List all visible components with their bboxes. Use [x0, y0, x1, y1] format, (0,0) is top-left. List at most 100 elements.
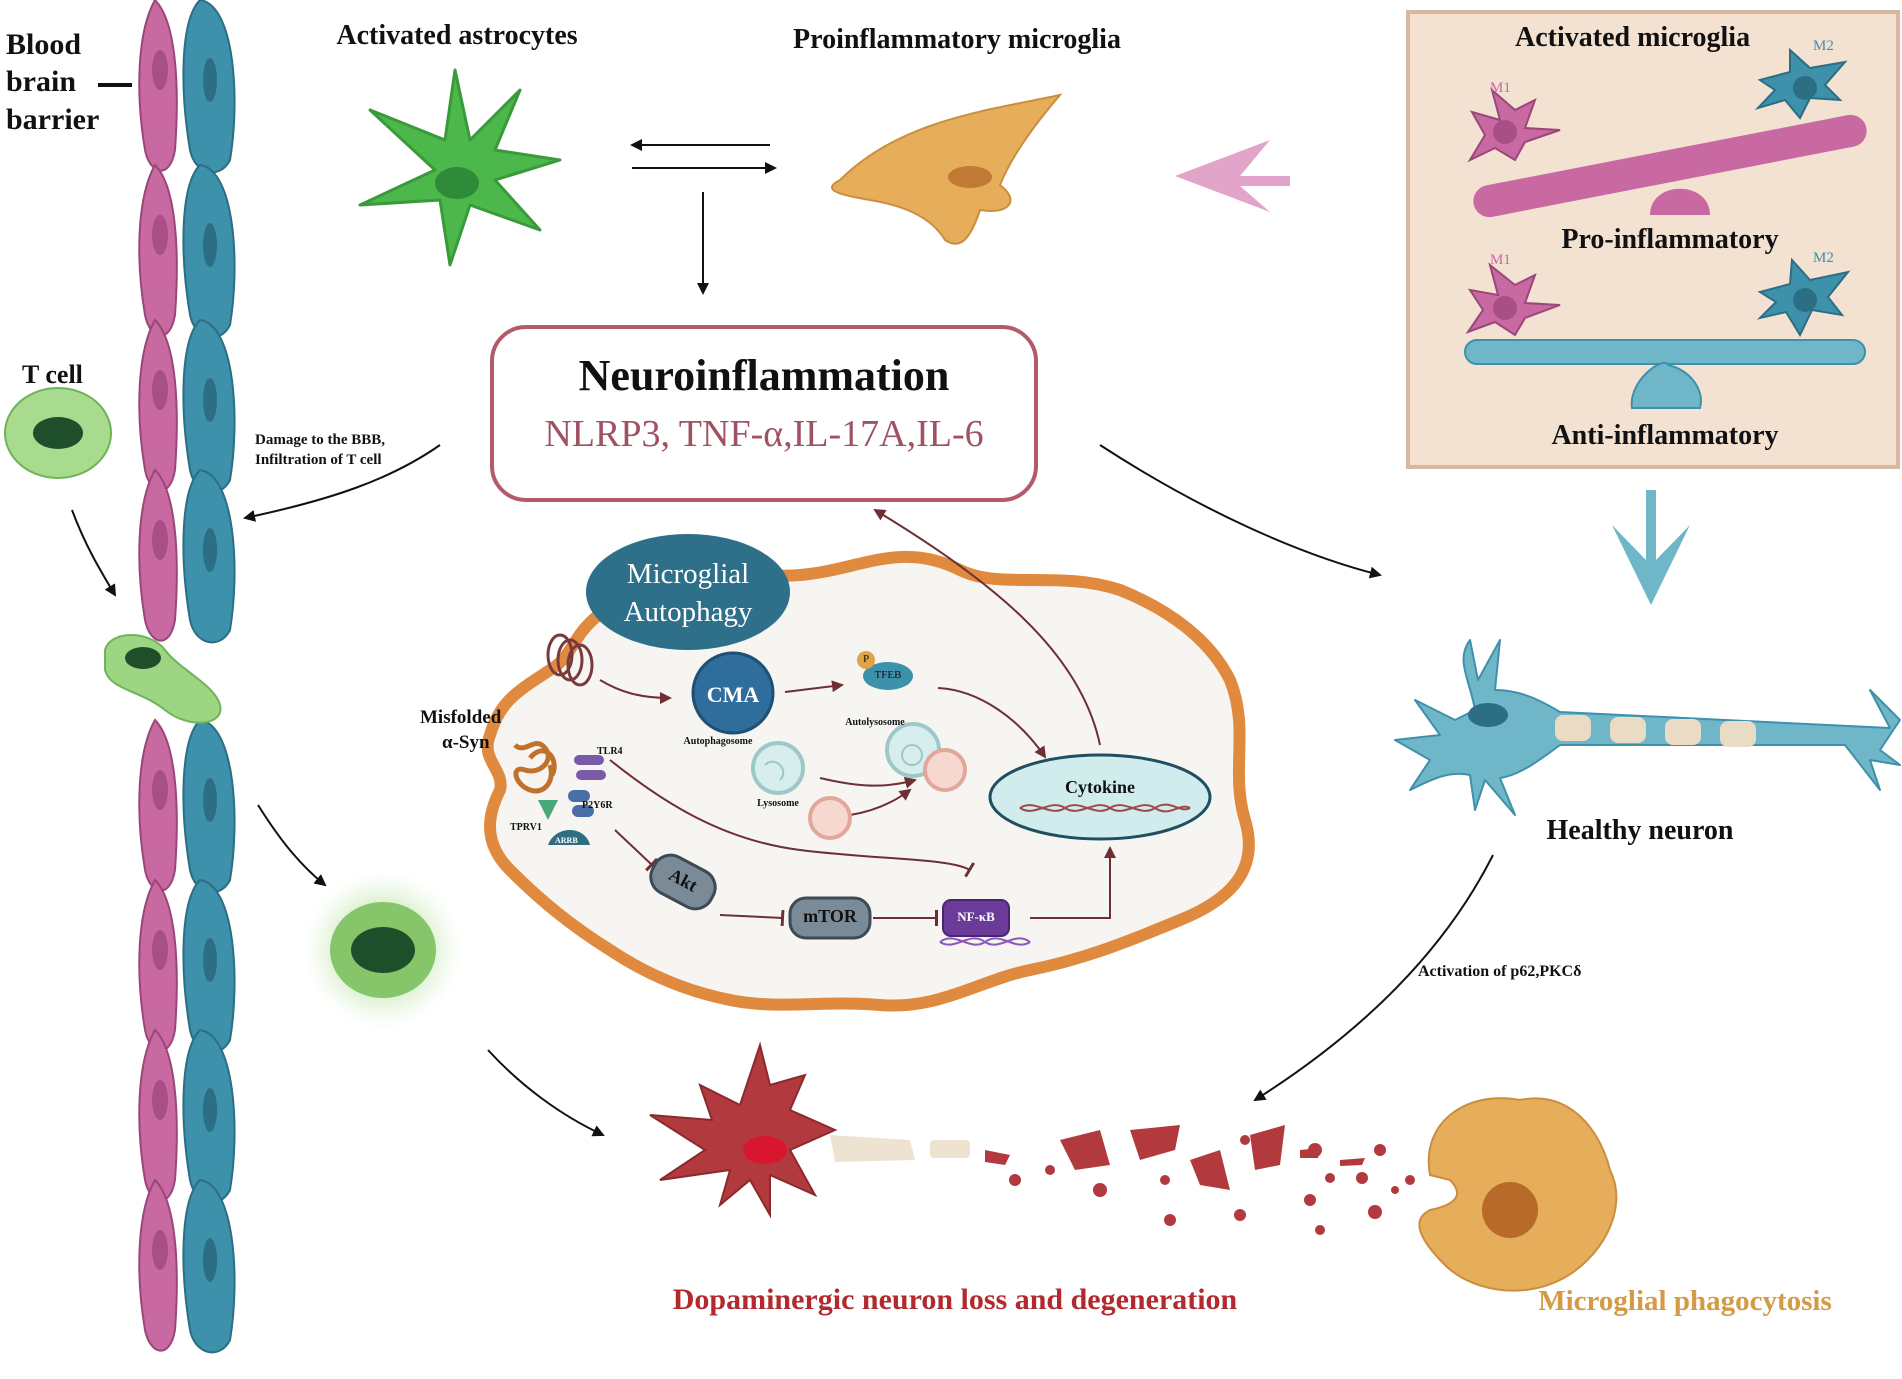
arrow-to-healthy-neuron [1099, 444, 1382, 579]
akt-node [649, 853, 717, 911]
arrow-lysosome-to-autolysosome [819, 776, 917, 789]
pro-seesaw-fulcrum [1650, 188, 1710, 215]
m1-microglia-icon [1467, 87, 1561, 163]
arrow-tcell-infiltrate [257, 804, 327, 887]
t-cell-squeezing-icon [104, 634, 222, 724]
cytokine-node [988, 753, 1212, 841]
teal-arrow-icon [1612, 490, 1690, 605]
m2-microglia-icon [1754, 47, 1848, 120]
nfkb-node [942, 899, 1010, 937]
bbb-label-line-1: Blood [6, 28, 82, 61]
phospho-label: P [862, 653, 870, 665]
microglial-autophagy-bubble [586, 534, 790, 650]
cma-node [691, 651, 775, 735]
arrow-to-bbb-damage [243, 444, 441, 522]
bbb-cell-pair [138, 1028, 236, 1204]
bbb-cell-pair [138, 318, 236, 494]
astrocyte-icon [358, 68, 562, 267]
p2y6r-label: P2Y6R [582, 800, 613, 811]
anti-inflammatory-label: Anti-inflammatory [1551, 420, 1779, 451]
tfeb-label: TFEB [874, 669, 902, 681]
tfeb-node [863, 662, 913, 690]
bbb-cell-pair [138, 163, 236, 339]
m1-label: M1 [1490, 252, 1511, 268]
arrow-cma-to-tfeb [784, 680, 844, 693]
bbb-cell-pair [138, 718, 236, 894]
inhibit-akt-to-mtor [719, 909, 785, 927]
proinflammatory-microglia-icon [831, 93, 1063, 245]
tprv1-label: TPRV1 [510, 822, 542, 833]
arrow-cytokine-to-neuroinflammation [873, 508, 1101, 746]
autophagosome-label: Autophagosome [683, 736, 753, 747]
arrb-icon [548, 830, 590, 845]
m2-label: M2 [1813, 38, 1834, 54]
misfolded-label-line-1: Misfolded [420, 707, 502, 728]
neuroinflammation-title: Neuroinflammation [578, 351, 950, 400]
proinflammatory-microglia-label: Proinflammatory microglia [793, 24, 1121, 55]
cma-label: CMA [706, 682, 760, 707]
neuroinflammation-box [490, 325, 1038, 502]
infiltrated-t-cell-icon [303, 870, 463, 1030]
arrow-neuron-to-degeneration [1253, 854, 1494, 1102]
arrow-to-degeneration [487, 1049, 605, 1137]
bbb-damage-line-1: Damage to the BBB, [255, 432, 385, 448]
arrow-nfkb-to-cytokine [1030, 846, 1116, 919]
degenerating-neuron-icon [649, 1041, 1415, 1235]
bbb-cell-pair [138, 468, 236, 644]
phagocytic-microglia-icon [1418, 1097, 1618, 1292]
lysosome-icon [808, 796, 852, 840]
mtor-label: mTOR [803, 906, 857, 926]
activated-microglia-title: Activated microglia [1515, 22, 1751, 53]
pink-arrow-icon [1175, 140, 1290, 212]
nfkb-label: NF-κB [957, 909, 995, 924]
degeneration-label: Dopaminergic neuron loss and degeneratio… [672, 1283, 1238, 1316]
p2y6r-receptor-icon [568, 790, 594, 817]
pro-seesaw-beam [1473, 114, 1867, 218]
misfolded-alpha-syn-icon [513, 740, 557, 794]
m2-label: M2 [1813, 250, 1834, 266]
arrow-tfeb-to-cytokine [937, 687, 1047, 759]
bbb-cell-pair [138, 0, 236, 174]
mtor-node [788, 896, 872, 940]
bbb-label-line-2: brain [6, 65, 77, 98]
healthy-neuron-label: Healthy neuron [1546, 815, 1734, 846]
phagocytosis-label: Microglial phagocytosis [1538, 1285, 1832, 1317]
arrow-tcell-down [71, 509, 117, 597]
autolysosome-label: Autolysosome [845, 717, 905, 728]
t-cell-label: T cell [22, 360, 83, 389]
microglial-autophagy-line-2: Autophagy [623, 596, 753, 628]
healthy-neuron-icon [1394, 639, 1901, 816]
bbb-label-line-3: barrier [6, 103, 100, 136]
autolysosome-icon [923, 748, 967, 792]
neuroinflammation-markers: NLRP3, TNF-α,IL-17A,IL-6 [544, 413, 984, 455]
astrocytes-label: Activated astrocytes [336, 20, 578, 51]
anti-seesaw-fulcrum [1630, 361, 1702, 409]
microglial-autophagy-line-1: Microglial [626, 558, 750, 590]
m1-label: M1 [1490, 80, 1511, 96]
arrb-label: ARRB [555, 836, 578, 845]
p62-label: Activation of p62,PKCδ [1418, 963, 1582, 980]
phospho-node [857, 651, 875, 669]
inhibit-tlr4-to-nfkb [609, 759, 975, 878]
bbb-cell-pair [138, 878, 236, 1054]
misfolded-label-line-2: α-Syn [442, 732, 490, 753]
m1-microglia-icon [1465, 262, 1561, 337]
arrow-lysosome2-to-autolysosome [849, 788, 912, 816]
bbb-cell-pair [138, 1178, 236, 1354]
tprv1-receptor-icon [538, 800, 558, 820]
arrow-coil-to-cma [599, 679, 672, 704]
pro-inflammatory-label: Pro-inflammatory [1561, 224, 1779, 255]
lysosome-label: Lysosome [757, 798, 799, 809]
anti-seesaw-beam [1464, 339, 1866, 365]
dna-strand-icon [1019, 804, 1191, 813]
tlr4-receptor-icon [574, 755, 606, 780]
lysosome-icon [751, 741, 805, 795]
receptor-coil-icon [546, 633, 594, 687]
inhibit-p2y6r-to-akt [614, 829, 659, 872]
cytokine-label: Cytokine [1064, 777, 1136, 797]
dna-strand-icon [939, 937, 1031, 946]
m2-microglia-icon [1756, 257, 1851, 338]
bbb-wall [138, 0, 236, 1354]
t-cell-icon [4, 387, 112, 479]
